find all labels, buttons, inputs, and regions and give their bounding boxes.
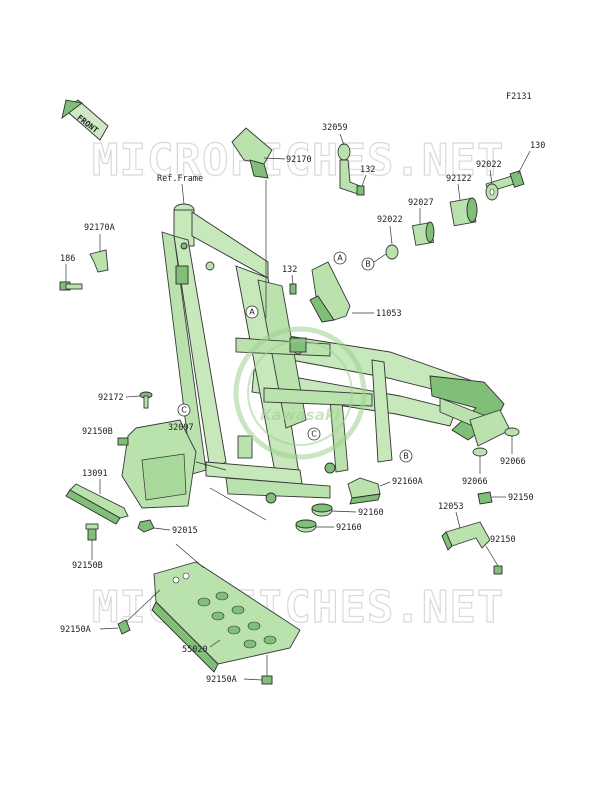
part-92150B-top — [117, 437, 129, 446]
label-92150B-top: 92150B — [82, 427, 113, 437]
kawasaki-logo: Kawasaki — [233, 326, 367, 460]
label-55020: 55020 — [182, 645, 208, 655]
part-92170A-clip — [89, 249, 109, 273]
svg-text:B: B — [365, 260, 371, 269]
label-92172: 92172 — [98, 393, 124, 403]
part-92066-right — [504, 427, 520, 437]
svg-text:C: C — [181, 406, 187, 415]
part-92022-washer-left — [385, 244, 399, 260]
part-92150A-bottom — [261, 655, 273, 685]
label-92150-lower: 92150 — [490, 535, 516, 545]
part-92022-washer-right — [485, 183, 499, 201]
part-92172-bolt — [139, 391, 153, 409]
callout-c-frame — [307, 427, 321, 441]
svg-text:A: A — [337, 254, 343, 263]
part-92150-bolt-lower — [485, 545, 503, 575]
callout-c-guard — [177, 403, 191, 417]
label-92015: 92015 — [172, 526, 198, 536]
callout-a-upper — [333, 251, 347, 265]
callout-b-lower — [399, 449, 413, 463]
label-92066-left: 92066 — [462, 477, 488, 487]
logo-text: Kawasaki — [260, 406, 341, 424]
part-55020-skid-plate — [151, 561, 301, 673]
figure-id: F2131 — [506, 92, 532, 102]
callout-b-upper — [361, 257, 375, 271]
part-11053-bracket — [309, 261, 351, 323]
svg-text:A: A — [249, 308, 255, 317]
label-92160A: 92160A — [392, 477, 423, 487]
label-92122: 92122 — [446, 174, 472, 184]
part-132-mid — [289, 283, 297, 295]
ref-frame-label: Ref.Frame — [157, 174, 203, 184]
part-92150B-bottom — [85, 523, 99, 541]
part-12053-clamp — [441, 521, 491, 551]
part-92150A-left — [117, 619, 131, 635]
part-132-top — [356, 185, 365, 196]
label-12053: 12053 — [438, 502, 464, 512]
part-92066-left — [472, 447, 488, 457]
part-32097-guard — [121, 419, 197, 509]
label-92150-upper: 92150 — [508, 493, 534, 503]
label-92170A: 92170A — [84, 223, 115, 233]
part-92170-bracket — [231, 127, 273, 318]
part-92027-collar — [411, 221, 435, 246]
callout-a-frame — [245, 305, 259, 319]
front-arrow-icon: FRONT — [61, 99, 109, 141]
part-92122-collar — [449, 197, 478, 227]
label-92150A-left: 92150A — [60, 625, 91, 635]
label-132-mid: 132 — [282, 265, 297, 275]
svg-text:C: C — [311, 430, 317, 439]
label-11053: 11053 — [376, 309, 402, 319]
part-186-bolt — [59, 281, 83, 291]
part-92160A-rubber — [347, 477, 381, 505]
part-92160-rubber-upper — [311, 503, 333, 517]
label-130: 130 — [530, 141, 545, 151]
svg-text:B: B — [403, 452, 409, 461]
label-92022-left: 92022 — [377, 215, 403, 225]
label-92160-lower: 92160 — [336, 523, 362, 533]
label-32097: 32097 — [168, 423, 194, 433]
label-132-top: 132 — [360, 165, 375, 175]
part-92150-bolt-upper — [477, 491, 493, 505]
part-92160-rubber-lower — [295, 519, 317, 533]
label-186: 186 — [60, 254, 75, 264]
label-92160-upper: 92160 — [358, 508, 384, 518]
label-92066-right: 92066 — [500, 457, 526, 467]
main-frame — [161, 203, 511, 504]
label-92150A-bottom: 92150A — [206, 675, 237, 685]
label-92022-right: 92022 — [476, 160, 502, 170]
part-13091-bracket — [65, 483, 129, 525]
watermark-top: MICROFICHES.NET — [92, 135, 504, 186]
label-92027: 92027 — [408, 198, 434, 208]
label-32059: 32059 — [322, 123, 348, 133]
part-92015-nut — [137, 519, 155, 533]
label-92150B-bottom: 92150B — [72, 561, 103, 571]
label-92170: 92170 — [286, 155, 312, 165]
label-13091: 13091 — [82, 469, 108, 479]
